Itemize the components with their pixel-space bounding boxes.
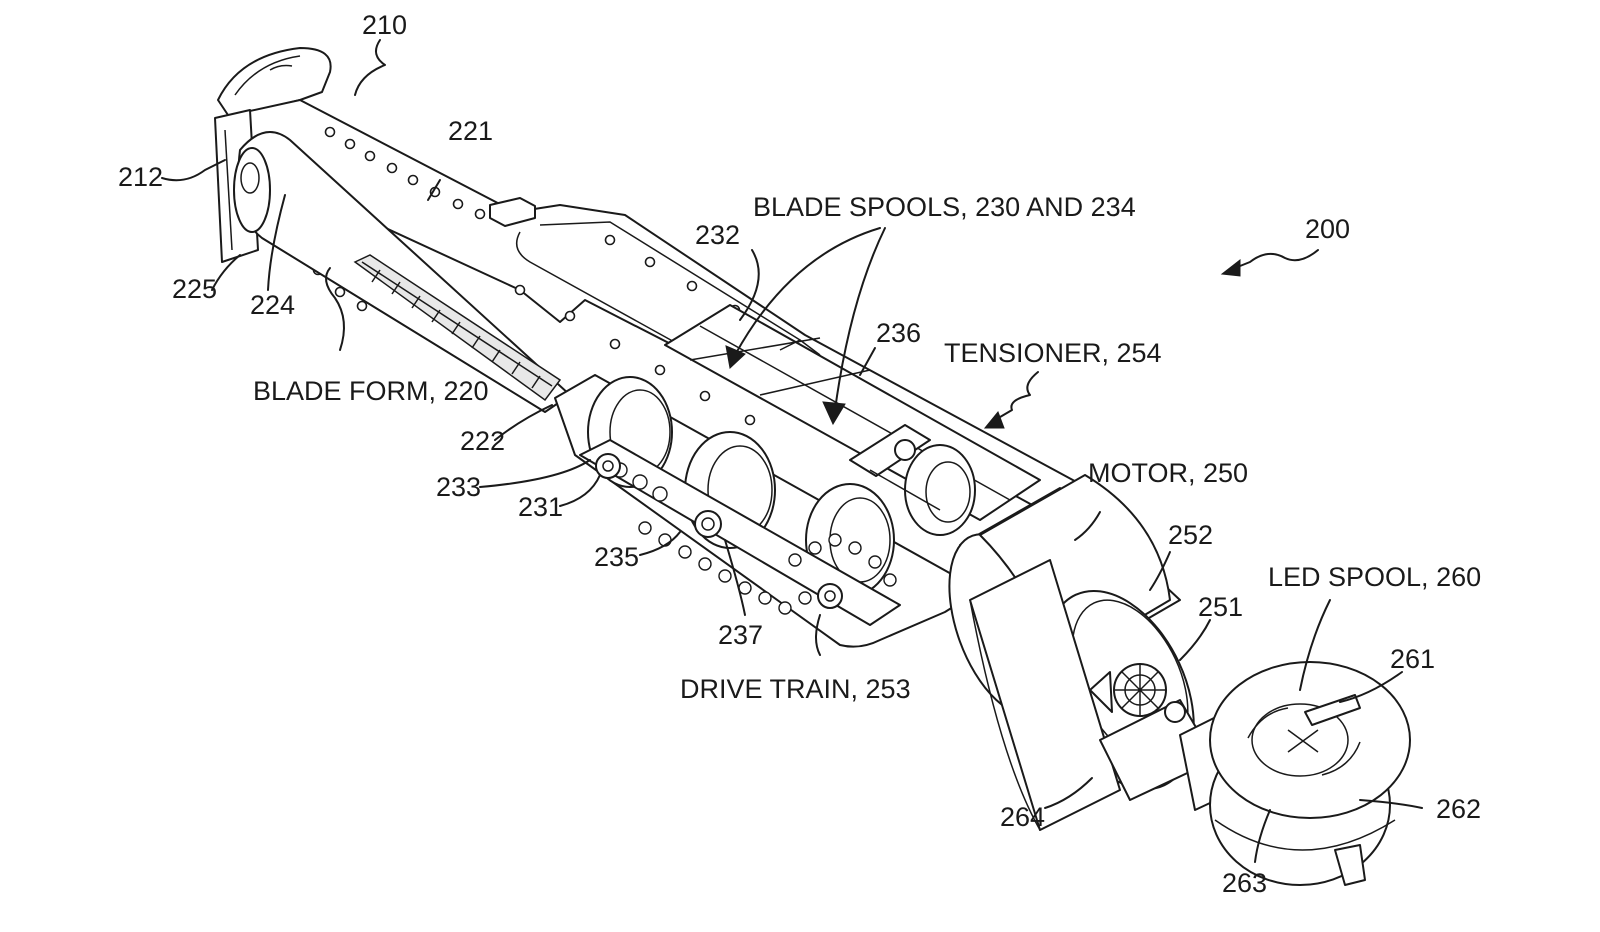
leader-lines — [161, 39, 1423, 863]
drive-housing — [554, 374, 981, 648]
label-200: 200 — [1305, 214, 1350, 244]
label-251: 251 — [1198, 592, 1243, 622]
motor-250 — [948, 474, 1195, 831]
tensioner-254 — [849, 424, 941, 511]
led-spool-260 — [1099, 661, 1411, 886]
label-224: 224 — [250, 290, 295, 320]
label-233: 233 — [436, 472, 481, 502]
label-225: 225 — [172, 274, 217, 304]
label-blade-spools: BLADE SPOOLS, 230 AND 234 — [753, 192, 1136, 222]
label-263: 263 — [1222, 868, 1267, 898]
label-tensioner: TENSIONER, 254 — [944, 338, 1162, 368]
label-236: 236 — [876, 318, 921, 348]
label-262: 262 — [1436, 794, 1481, 824]
label-212: 212 — [118, 162, 163, 192]
label-261: 261 — [1390, 644, 1435, 674]
reference-labels: 200 210 212 BLADE FORM, 220 221 222 224 … — [118, 10, 1481, 898]
label-drive-train: DRIVE TRAIN, 253 — [680, 674, 911, 704]
label-231: 231 — [518, 492, 563, 522]
label-235: 235 — [594, 542, 639, 572]
label-222: 222 — [460, 426, 505, 456]
label-221: 221 — [448, 116, 493, 146]
blade-strip — [353, 254, 562, 402]
label-232: 232 — [695, 220, 740, 250]
label-led-spool: LED SPOOL, 260 — [1268, 562, 1481, 592]
label-blade-form: BLADE FORM, 220 — [253, 376, 489, 406]
label-210: 210 — [362, 10, 407, 40]
frame-holes — [312, 126, 756, 426]
label-264: 264 — [1000, 802, 1045, 832]
label-252: 252 — [1168, 520, 1213, 550]
label-motor: MOTOR, 250 — [1088, 458, 1248, 488]
label-237: 237 — [718, 620, 763, 650]
